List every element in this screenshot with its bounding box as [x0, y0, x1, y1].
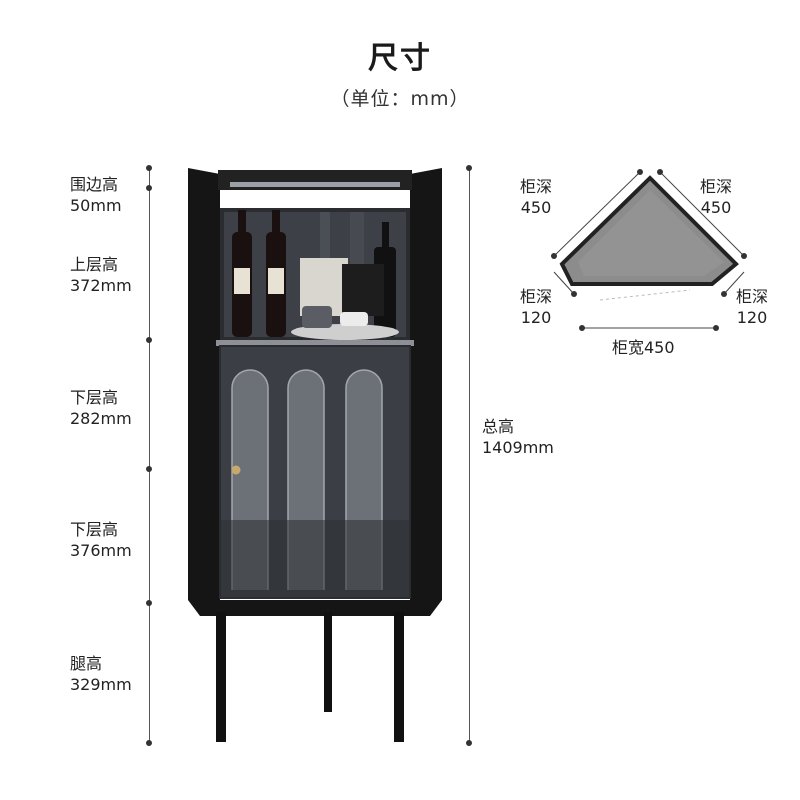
- left-tick-5: [146, 740, 152, 746]
- cup-icon: [340, 312, 368, 326]
- coffee-bag-icon: [342, 264, 384, 316]
- left-tick-4: [146, 600, 152, 606]
- depth-left-line: [553, 171, 641, 257]
- cabinet-leg: [394, 612, 404, 742]
- plan-view-diagram: [551, 169, 747, 331]
- left-tick-3: [146, 466, 152, 472]
- door-swing-dashed: [599, 289, 691, 301]
- unit-subtitle: （单位：mm）: [330, 88, 470, 110]
- middle-shelf: [216, 340, 414, 346]
- cabinet-right-panel: [410, 168, 442, 608]
- depth-right-line: [659, 171, 745, 257]
- cup-icon: [302, 306, 332, 328]
- left-dimension-line: [149, 168, 150, 744]
- cabinet-leg: [324, 612, 332, 712]
- page-title: 尺寸: [368, 41, 432, 76]
- cabinet-illustration: [188, 168, 442, 742]
- cabinet-base: [188, 600, 442, 616]
- rim-glass-edge: [230, 182, 400, 187]
- total-height-line: [469, 168, 470, 744]
- wine-bottle-icon: [232, 210, 252, 337]
- plan-width-label: 柜宽450: [612, 338, 675, 357]
- side-right-line: [723, 271, 745, 295]
- left-tick-0: [146, 165, 152, 171]
- cabinet-left-panel: [188, 168, 220, 608]
- wine-bottle-icon: [266, 210, 286, 337]
- left-tick-1: [146, 185, 152, 191]
- left-tick-2: [146, 337, 152, 343]
- total-tick-bottom: [466, 740, 472, 746]
- door-knob-icon: [231, 465, 241, 475]
- cabinet-leg: [216, 612, 226, 742]
- side-left-line: [553, 271, 575, 295]
- total-tick-top: [466, 165, 472, 171]
